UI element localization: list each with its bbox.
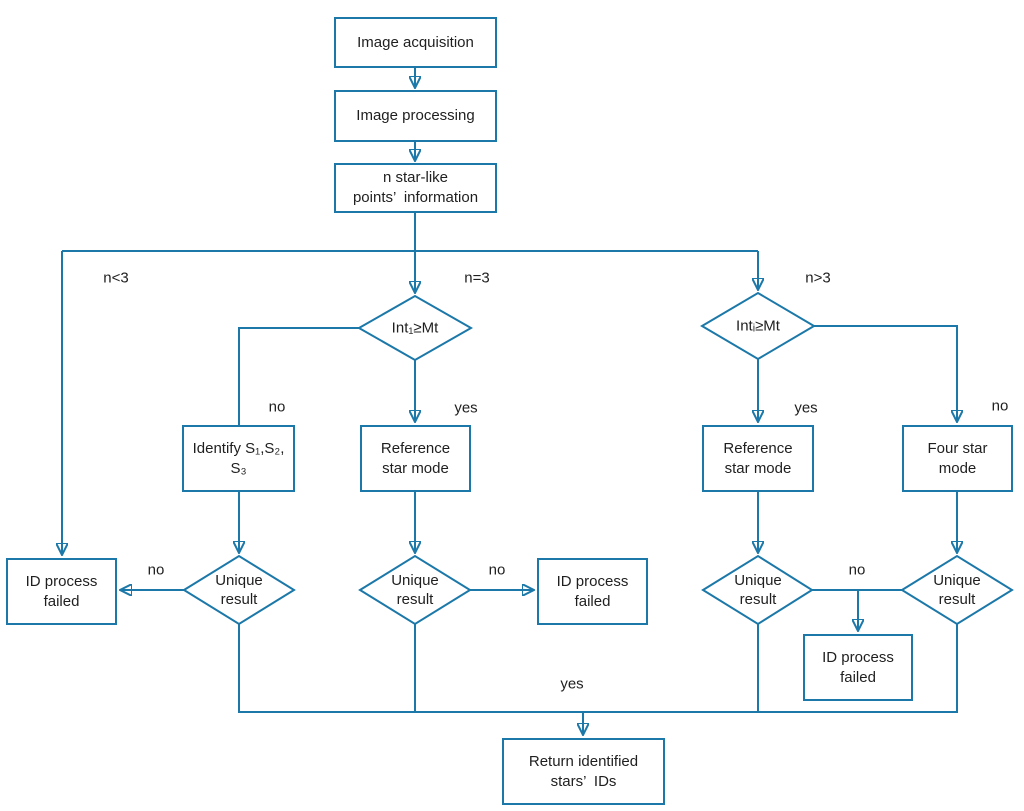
decision-unique3-label: Unique result <box>734 572 782 608</box>
node-label: failed <box>43 592 80 610</box>
node-return-ids: Return identified stars’ IDs <box>502 738 665 805</box>
decision-unique1-label: Unique result <box>215 572 263 608</box>
node-label: mode <box>938 459 977 477</box>
node-label: stars’ IDs <box>550 772 617 790</box>
edge-label-u34-no: no <box>848 561 866 579</box>
edge-label-n-gt-3: n>3 <box>805 269 831 287</box>
edge-d1-no <box>238 327 359 425</box>
node-label: Image processing <box>356 107 475 124</box>
node-label: failed <box>574 592 611 610</box>
node-star-points-info: n star-like points’ information <box>334 163 497 213</box>
node-label: Identify S₁,S₂, <box>192 439 285 457</box>
node-id-failed-left: ID process failed <box>6 558 117 625</box>
diamond-inti-shape <box>700 291 816 361</box>
node-image-processing: Image processing <box>334 90 497 142</box>
diamond-int1-shape <box>356 294 474 362</box>
node-label: points’ information <box>352 189 479 206</box>
node-label: ID process <box>556 572 629 590</box>
decision-unique4-label: Unique result <box>933 572 981 608</box>
decision-unique2-label: Unique result <box>391 572 439 608</box>
diamond-unique1-shape <box>182 554 296 626</box>
diamond-unique4-shape <box>900 554 1014 626</box>
node-label: Reference <box>723 439 793 457</box>
node-id-failed-mid: ID process failed <box>537 558 648 625</box>
node-label: ID process <box>25 572 98 590</box>
diamond-unique3-shape <box>701 554 814 626</box>
node-label: n star-like <box>382 169 449 186</box>
edge-label-d1-no: no <box>268 398 286 416</box>
node-reference-star-mode-2: Reference star mode <box>702 425 814 492</box>
node-label: Image acquisition <box>357 33 474 51</box>
edge-label-d2-no: no <box>991 397 1009 415</box>
node-id-failed-right: ID process failed <box>803 634 913 701</box>
node-four-star-mode: Four star mode <box>902 425 1013 492</box>
node-label: star mode <box>382 459 449 477</box>
edge-label-final-yes: yes <box>560 675 584 693</box>
decision-inti-label: Intᵢ≥Mt <box>736 317 780 335</box>
edge-label-n-lt-3: n<3 <box>103 269 129 287</box>
node-label: Return identified <box>528 752 639 770</box>
node-reference-star-mode-1: Reference star mode <box>360 425 471 492</box>
edge-label-n-eq-3: n=3 <box>464 269 490 287</box>
node-label: Reference <box>380 439 451 457</box>
node-label: Four star <box>927 439 988 457</box>
edge-yes-collector <box>238 624 958 713</box>
edge-label-d2-yes: yes <box>794 399 818 417</box>
node-label: S₃ <box>230 459 247 477</box>
node-identify-s123: Identify S₁,S₂, S₃ <box>182 425 295 492</box>
edge-label-u1-no: no <box>147 561 165 579</box>
edge-label-d1-yes: yes <box>454 399 478 417</box>
node-label: ID process <box>822 648 894 666</box>
diamond-unique2-shape <box>358 554 472 626</box>
decision-int1-label: Int₁≥Mt <box>391 319 439 337</box>
edge-label-u2-no: no <box>488 561 506 579</box>
node-label: star mode <box>724 459 792 477</box>
edge-d2-no <box>814 325 957 420</box>
node-label: failed <box>840 668 876 686</box>
node-image-acquisition: Image acquisition <box>334 17 497 68</box>
